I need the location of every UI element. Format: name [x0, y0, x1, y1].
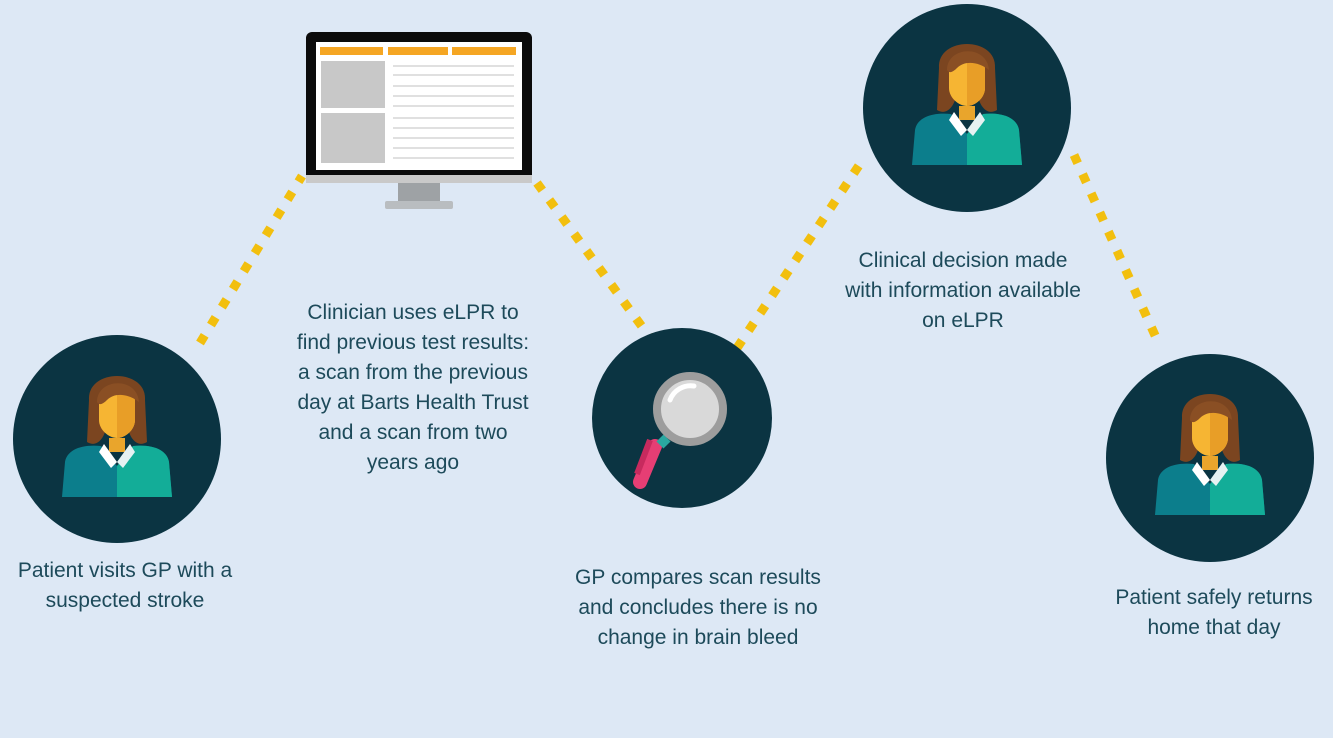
- connector-3-4: [733, 155, 868, 351]
- connector-2-3: [533, 180, 658, 346]
- connector-4-5: [1069, 153, 1163, 344]
- magnifying-glass-icon: [633, 372, 727, 489]
- caption-patient-visits-gp: Patient visits GP with a suspected strok…: [17, 559, 233, 612]
- caption-patient-returns-home: Patient safely returns home that day: [1115, 586, 1313, 639]
- caption-clinical-decision: Clinical decision made with information …: [845, 249, 1081, 332]
- computer-monitor-icon: [306, 32, 532, 209]
- node-clinical-decision: [863, 4, 1071, 212]
- node-gp-compares: [592, 328, 772, 508]
- caption-gp-compares: GP compares scan results and concludes t…: [575, 566, 821, 649]
- caption-clinician-uses-elpr: Clinician uses eLPR to find previous tes…: [296, 301, 530, 474]
- node-patient-visits-gp: [13, 335, 221, 543]
- dotted-connectors: [196, 153, 1163, 351]
- connector-1-2: [196, 173, 306, 346]
- node-patient-returns-home: [1106, 354, 1314, 562]
